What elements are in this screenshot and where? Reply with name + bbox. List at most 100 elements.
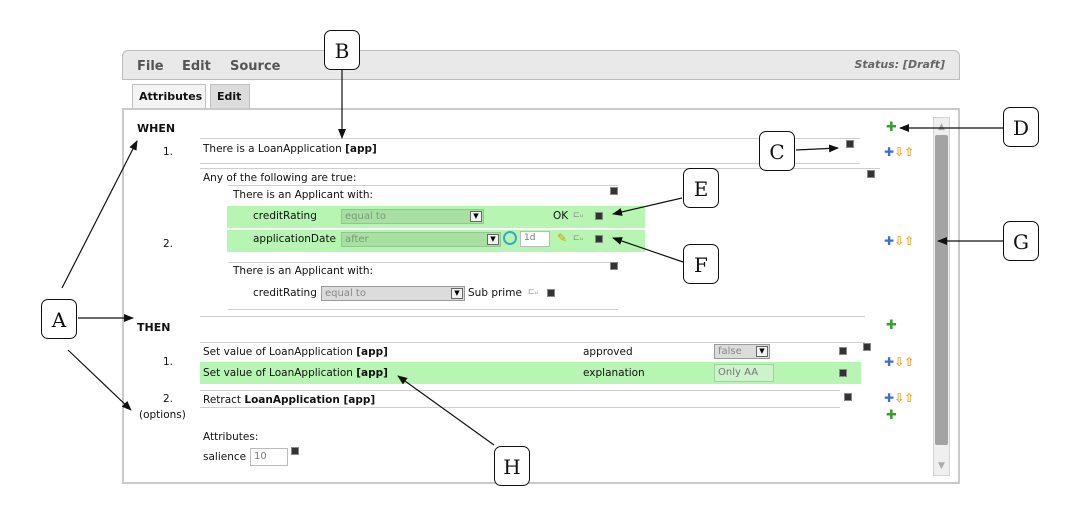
field-credit-rating: creditRating xyxy=(253,210,317,222)
divider xyxy=(200,168,880,169)
operator-select[interactable]: after ▼ xyxy=(341,232,501,247)
arrow-up-icon[interactable]: ⇧ xyxy=(904,234,915,248)
divider xyxy=(228,262,618,263)
divider xyxy=(200,163,860,164)
arrow-c xyxy=(795,144,839,153)
menu-file[interactable]: File xyxy=(137,59,164,74)
operator-value: equal to xyxy=(325,288,366,299)
remove-icon[interactable] xyxy=(839,347,847,355)
divider xyxy=(200,342,865,343)
action-2-target: LoanApplication [app] xyxy=(244,394,376,406)
date-value-input[interactable]: 1d xyxy=(520,231,550,247)
menu-source[interactable]: Source xyxy=(230,59,281,74)
remove-applicant-1-icon[interactable] xyxy=(610,187,618,195)
arrow-up-icon[interactable]: ⇧ xyxy=(904,145,915,159)
divider xyxy=(200,407,840,408)
action-1-number: 1. xyxy=(163,356,174,368)
remove-constraint-icon[interactable] xyxy=(595,212,603,220)
value-ok[interactable]: OK xyxy=(553,210,569,222)
applicant-2-header[interactable]: There is an Applicant with: xyxy=(233,265,374,277)
plus-icon[interactable]: ✚ xyxy=(886,318,897,333)
attributes-label: Attributes: xyxy=(203,431,259,443)
tab-edit[interactable]: Edit xyxy=(210,84,250,108)
condition-1-number: 1. xyxy=(163,146,174,158)
arrow-h xyxy=(397,375,495,446)
operator-select[interactable]: equal to ▼ xyxy=(321,286,465,301)
arrow-down-icon[interactable]: ⇩ xyxy=(894,145,905,159)
insert-icon[interactable]: ✚ xyxy=(884,234,895,248)
tree-icon[interactable]: ⊏ᵤ xyxy=(528,287,538,296)
remove-condition-1-icon[interactable] xyxy=(846,140,854,148)
divider xyxy=(228,309,618,310)
arrow-e xyxy=(612,197,683,216)
remove-constraint-icon[interactable] xyxy=(595,235,603,243)
callout-f: F xyxy=(683,244,719,284)
menu-bar: File Edit Source Status: [Draft] xyxy=(122,50,960,80)
arrow-down-icon[interactable]: ⇩ xyxy=(894,391,905,405)
remove-icon[interactable] xyxy=(839,369,847,377)
tab-attributes[interactable]: Attributes xyxy=(132,84,206,108)
salience-label: salience xyxy=(203,451,247,463)
arrow-up-icon[interactable]: ⇧ xyxy=(904,391,915,405)
field-application-date: applicationDate xyxy=(253,233,337,245)
remove-applicant-2-icon[interactable] xyxy=(610,262,618,270)
any-following-true: Any of the following are true: xyxy=(203,172,357,184)
operator-value: after xyxy=(345,234,369,245)
scrollbar-thumb[interactable] xyxy=(935,135,948,445)
insert-icon[interactable]: ✚ xyxy=(884,145,895,159)
action-1-text[interactable]: Set value of LoanApplication [app] xyxy=(203,346,388,358)
chevron-down-icon[interactable]: ▼ xyxy=(487,234,499,245)
status-label: Status: [Draft] xyxy=(854,58,945,71)
insert-icon[interactable]: ✚ xyxy=(884,391,895,405)
divider xyxy=(200,316,865,317)
remove-action-2-icon[interactable] xyxy=(844,393,852,401)
action-2-text[interactable]: Retract LoanApplication [app] xyxy=(203,394,375,406)
remove-constraint-icon[interactable] xyxy=(547,289,555,297)
action-1b-label: Set value of LoanApplication xyxy=(203,367,357,379)
field-credit-rating-2: creditRating xyxy=(253,287,317,299)
remove-condition-2-icon[interactable] xyxy=(867,170,875,178)
plus-icon[interactable]: ✚ xyxy=(886,120,897,135)
arrow-a1 xyxy=(61,140,138,289)
operator-select[interactable]: equal to▼ xyxy=(341,209,484,224)
value-select[interactable]: false▼ xyxy=(714,344,770,359)
callout-h: H xyxy=(494,446,530,486)
tree-icon[interactable]: ⊏ᵤ xyxy=(573,233,583,242)
action-2-label: Retract xyxy=(203,394,245,406)
options-link[interactable]: (options) xyxy=(139,409,186,421)
menu-edit[interactable]: Edit xyxy=(182,59,211,74)
callout-b: B xyxy=(324,30,360,70)
condition-1-binding: [app] xyxy=(345,143,377,155)
arrow-down-icon[interactable]: ⇩ xyxy=(894,355,905,369)
action-1-actions: ✚⇩⇧ xyxy=(884,355,914,369)
value-sub-prime[interactable]: Sub prime xyxy=(468,287,522,299)
condition-2-number: 2. xyxy=(163,238,174,250)
condition-1-text[interactable]: There is a LoanApplication [app] xyxy=(203,143,377,155)
remove-attribute-icon[interactable] xyxy=(291,447,299,455)
pencil-icon[interactable]: ✎ xyxy=(557,231,568,245)
insert-icon[interactable]: ✚ xyxy=(884,355,895,369)
calendar-icon[interactable] xyxy=(503,231,517,245)
action-2-number: 2. xyxy=(163,393,174,405)
condition-1-actions: ✚⇩⇧ xyxy=(884,145,914,159)
chevron-down-icon[interactable]: ▼ xyxy=(451,288,463,299)
scroll-down-icon[interactable]: ▼ xyxy=(938,461,945,471)
remove-action-1-icon[interactable] xyxy=(863,343,871,351)
applicant-1-header[interactable]: There is an Applicant with: xyxy=(233,189,374,201)
scroll-up-icon[interactable]: ▲ xyxy=(938,122,945,132)
tree-icon[interactable]: ⊏ᵤ xyxy=(573,210,583,219)
action-1b-binding: [app] xyxy=(356,367,388,379)
when-keyword: WHEN xyxy=(137,122,176,135)
arrow-down-icon[interactable]: ⇩ xyxy=(894,234,905,248)
explanation-input[interactable]: Only AA xyxy=(714,364,774,382)
plus-icon[interactable]: ✚ xyxy=(886,408,897,423)
action-1b-text[interactable]: Set value of LoanApplication [app] xyxy=(203,367,388,379)
arrow-a3 xyxy=(67,349,132,411)
arrow-up-icon[interactable]: ⇧ xyxy=(904,355,915,369)
salience-input[interactable]: 10 xyxy=(250,448,288,466)
condition-2-actions: ✚⇩⇧ xyxy=(884,234,914,248)
chevron-down-icon[interactable]: ▼ xyxy=(756,346,768,357)
chevron-down-icon[interactable]: ▼ xyxy=(470,211,482,222)
action-1-binding: [app] xyxy=(356,346,388,358)
